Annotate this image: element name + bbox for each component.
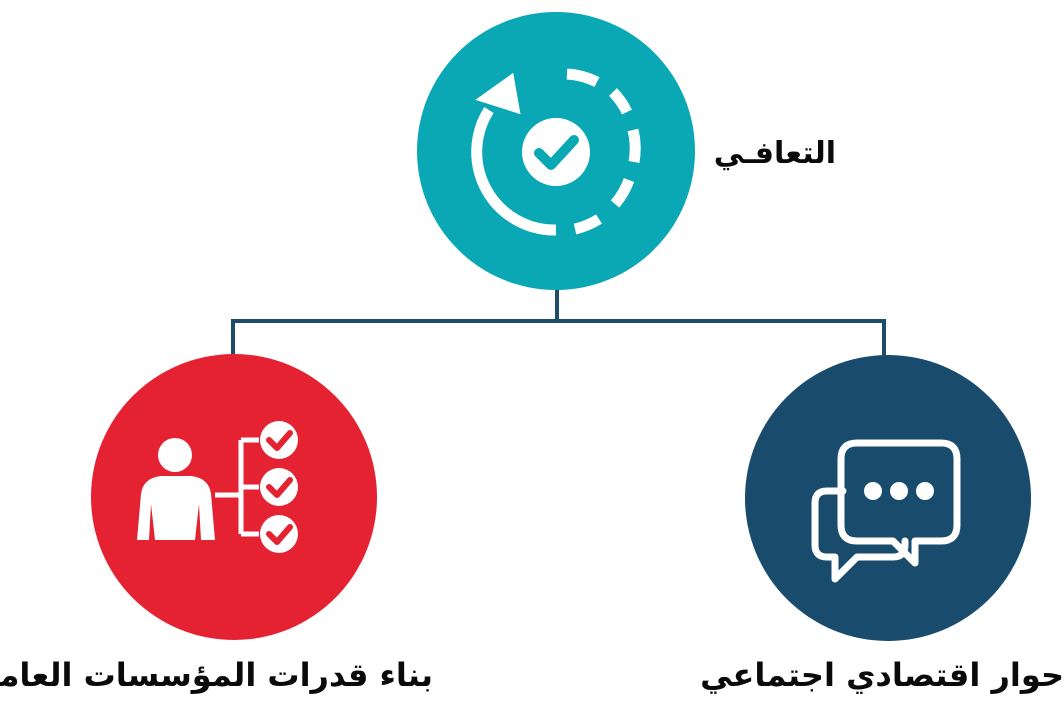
social-dialogue-circle: [745, 355, 1031, 641]
recovery-label: التعافـي: [713, 136, 836, 171]
refresh-check-icon: [471, 68, 641, 236]
social-dialogue-label: حوار اقتصادي اجتماعي: [700, 656, 1064, 694]
chat-bubbles-icon: [811, 439, 961, 583]
person-checklist-icon: [137, 421, 298, 553]
capacity-building-label: بناء قدرات المؤسسات العامة: [0, 656, 433, 694]
capacity-building-circle: [91, 354, 377, 640]
recovery-circle: [417, 12, 695, 290]
